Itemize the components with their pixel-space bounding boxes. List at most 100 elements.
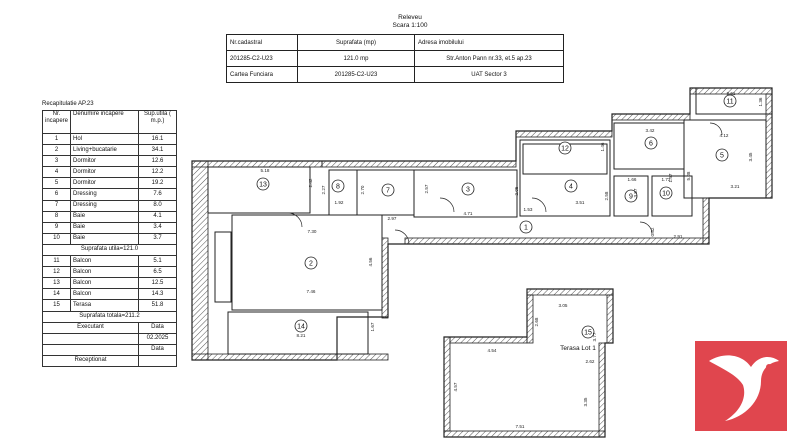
dimension-label: 2.58 [604,191,609,200]
apartment-outer-wall [191,87,773,361]
north-wall-hatch-a [191,160,323,168]
dimension-label: 1.57 [668,173,673,182]
dimension-label: 1.53 [524,207,533,212]
dimension-label: 3.35 [583,397,588,406]
door-arc [287,212,303,228]
room-number-6: 6 [649,141,653,148]
south-wall-hatch-b [381,237,389,319]
door-arc [439,197,455,213]
room-marker-circle [304,256,318,270]
room-number-10: 10 [662,191,670,198]
north-wall-hatch-d [611,113,691,121]
room-marker-circle [581,325,595,339]
room-2-outline [231,214,383,311]
dimension-label: 2.05 [514,186,519,195]
dimension-label: 5.08 [686,171,691,180]
room-marker-circle [644,136,658,150]
dimension-label: 3.21 [731,184,740,189]
room-number-15: 15 [584,330,592,337]
room-number-12: 12 [561,146,569,153]
recap-blank-date [138,354,177,367]
room-marker-circle [519,220,533,234]
room-4-12-outline [519,139,611,217]
room-marker-circle [461,182,475,196]
dimension-label: 2.42 [308,178,313,187]
plan-walls [191,87,773,438]
east-wall-hatch-b [702,197,710,245]
room-number-9: 9 [629,194,633,201]
south-wall-hatch-a [404,237,710,245]
recap-title: Recapitulatie AP.23 [42,101,94,107]
recap-sign-row: Receptionat [42,354,177,367]
room-marker-circle [381,183,395,197]
info-cartea-label: Cartea Funciara [226,66,298,83]
dimension-label: 1.67 [370,322,375,331]
dimension-label: 0.82 [650,227,655,236]
room-marker-circle [256,177,270,191]
dimension-label: 4.56 [368,257,373,266]
room-number-4: 4 [569,184,573,191]
drawing-scale: Scara 1:100 [392,22,428,29]
dimension-label: 2.62 [586,359,595,364]
dimension-label: 5.18 [261,168,270,173]
room-11-outline [695,87,773,115]
door-arc [709,122,723,136]
room-number-7: 7 [386,188,390,195]
property-info-table: Nr.cadastral Suprafata (mp) Adresa imobi… [226,34,564,83]
west-wall-hatch [191,160,209,361]
south-wall-hatch-c [191,353,389,361]
recap-header-nr: Nr. incapere [41,110,72,134]
dimension-label: 3.77 [592,332,597,341]
dimension-label: 2.91 [674,234,683,239]
room-13-outline [207,166,311,214]
terrace-hatch-n2 [449,336,528,344]
recap-sign-row: Data [42,343,177,356]
room-marker-circle [294,319,308,333]
info-uat-value: UAT Sector 3 [414,66,564,83]
east-wall-hatch-a [765,93,773,199]
dimension-label: 2.97 [388,216,397,221]
terrace-hatch-w [443,336,451,432]
room-marker-circle [624,189,638,203]
dimension-label: 1.66 [628,177,637,182]
terrace-hatch-e [606,294,614,344]
dimension-label: 7.51 [516,424,525,429]
terrace-hatch-e2 [598,342,606,438]
room-marker-circle [715,148,729,162]
door-arc [639,221,653,235]
door-arc [394,229,410,245]
logo-icon [695,341,787,431]
room-3-outline [413,169,518,218]
room-number-14: 14 [297,324,305,331]
room-10-outline [651,175,693,217]
door-arc [531,197,547,213]
dimension-label: 2.70 [360,185,365,194]
room-9-outline [613,175,649,217]
dimension-label: 1.36 [758,97,763,106]
dimension-label: 1.46 [600,142,605,151]
dimension-label: 3.57 [633,188,638,197]
dimension-label: 2.68 [534,317,539,326]
dimension-label: 3.51 [576,200,585,205]
room-number-11: 11 [726,99,733,106]
room-number-8: 8 [336,184,340,191]
terrace-label: Terasa Lot 1 [560,345,596,352]
dimension-label: 2.57 [424,184,429,193]
room-5-outline [683,119,767,199]
terrace-hatch-n [526,288,614,296]
dimension-label: 7.46 [307,289,316,294]
room-number-5: 5 [720,153,724,160]
dimension-label: 8.21 [297,333,306,338]
terrace-hatch-s [443,430,606,438]
